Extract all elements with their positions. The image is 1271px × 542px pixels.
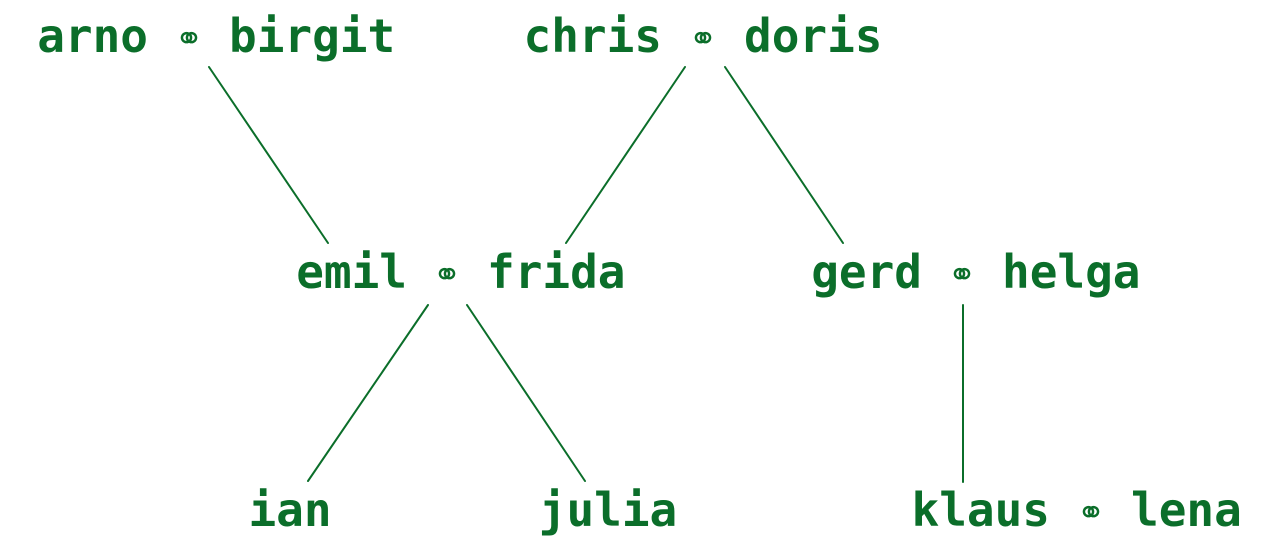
couple-arno-birgit: arno ⚭ birgit [37,9,395,63]
edge-emil-frida-to-ian [307,304,429,482]
person-name: birgit [229,9,395,63]
edge-chris-doris-to-emil-frida [565,66,686,244]
interlocked-rings-icon: ⚭ [689,19,718,59]
interlocked-rings-icon: ⚭ [175,19,204,59]
person-name: arno [37,9,148,63]
edge-emil-frida-to-julia [466,304,586,482]
edge-arno-birgit-to-emil-frida [208,66,329,244]
person-name: frida [487,245,625,299]
person-name: klaus [912,483,1050,537]
couple-chris-doris: chris ⚭ doris [524,9,883,63]
person-name: lena [1131,483,1242,537]
interlocked-rings-icon: ⚭ [948,255,977,295]
person-julia: julia [539,483,677,537]
person-name: helga [1002,245,1140,299]
couple-emil-frida: emil ⚭ frida [296,245,625,299]
person-name: chris [524,9,662,63]
person-name: emil [296,245,407,299]
interlocked-rings-icon: ⚭ [1077,493,1106,533]
person-name: doris [744,9,882,63]
edge-chris-doris-to-gerd-helga [724,66,844,244]
person-ian: ian [248,483,331,537]
person-name: gerd [811,245,922,299]
couple-klaus-lena: klaus ⚭ lena [912,483,1242,537]
edges-group [208,66,964,483]
interlocked-rings-icon: ⚭ [433,255,462,295]
couple-gerd-helga: gerd ⚭ helga [811,245,1140,299]
